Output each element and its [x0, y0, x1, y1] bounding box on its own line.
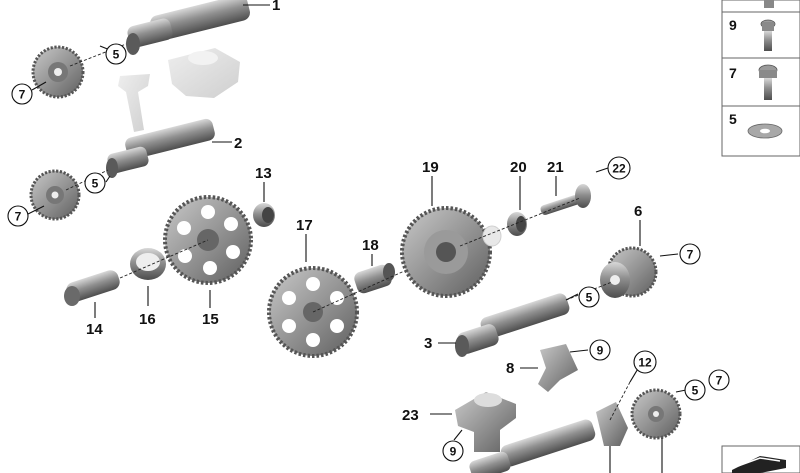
- shaft-21: [540, 184, 591, 215]
- bolt-14: [64, 270, 120, 306]
- callout-9-housing: 9: [450, 445, 457, 459]
- fastener-legend: 9 7 5: [721, 0, 800, 157]
- label-21: 21: [547, 159, 564, 176]
- callout-5-right: 5: [586, 291, 593, 305]
- gear-19: [400, 206, 492, 298]
- bolt-head-partial-icon: [764, 0, 774, 8]
- washer-icon: [747, 123, 783, 139]
- ring-16: [130, 248, 166, 280]
- label-20: 20: [510, 159, 527, 176]
- callout-12: 12: [638, 356, 652, 370]
- sprocket-left: [29, 169, 81, 221]
- needle-bearing-20: [507, 212, 527, 236]
- housing-23: [455, 392, 516, 452]
- label-8: 8: [506, 360, 514, 377]
- callout-7-left: 7: [15, 210, 22, 224]
- label-16: 16: [139, 311, 156, 328]
- rocker-8: [538, 344, 578, 392]
- label-2: 2: [234, 135, 242, 152]
- callout-5-top: 5: [113, 48, 120, 62]
- legend-5-number: 5: [729, 111, 737, 127]
- label-3: 3: [424, 335, 432, 352]
- camshaft-3: [455, 293, 570, 357]
- ghost-ring: [482, 225, 502, 247]
- bearing-13: [253, 203, 275, 227]
- label-1: 1: [272, 0, 280, 14]
- label-17: 17: [296, 217, 313, 234]
- ghost-housing: [118, 48, 240, 132]
- sleeve-18: [354, 263, 395, 294]
- label-18: 18: [362, 237, 379, 254]
- bolt-icon: [760, 19, 776, 51]
- legend-9-number: 9: [729, 17, 737, 33]
- callout-7-right: 7: [687, 248, 694, 262]
- callout-5-left: 5: [92, 177, 99, 191]
- sprocket-6: [600, 246, 658, 298]
- label-13: 13: [255, 165, 272, 182]
- legend-7-number: 7: [729, 65, 737, 81]
- callout-22: 22: [612, 162, 626, 176]
- label-14: 14: [86, 321, 103, 338]
- sprocket-top: [31, 45, 85, 99]
- callout-5-lower: 5: [692, 384, 699, 398]
- torx-bolt-icon: [758, 64, 778, 100]
- reference-box: [721, 445, 800, 473]
- camshaft-intake: [126, 0, 250, 55]
- callout-9-rocker: 9: [597, 344, 604, 358]
- label-6: 6: [634, 203, 642, 220]
- callout-7-lower: 7: [716, 374, 723, 388]
- camshaft-exhaust: [106, 118, 215, 178]
- camshaft-bottom: [469, 419, 596, 473]
- plate-12: [596, 402, 628, 446]
- label-15: 15: [202, 311, 219, 328]
- label-19: 19: [422, 159, 439, 176]
- sprocket-lower: [630, 388, 682, 440]
- callout-7-top: 7: [19, 88, 26, 102]
- label-23: 23: [402, 407, 419, 424]
